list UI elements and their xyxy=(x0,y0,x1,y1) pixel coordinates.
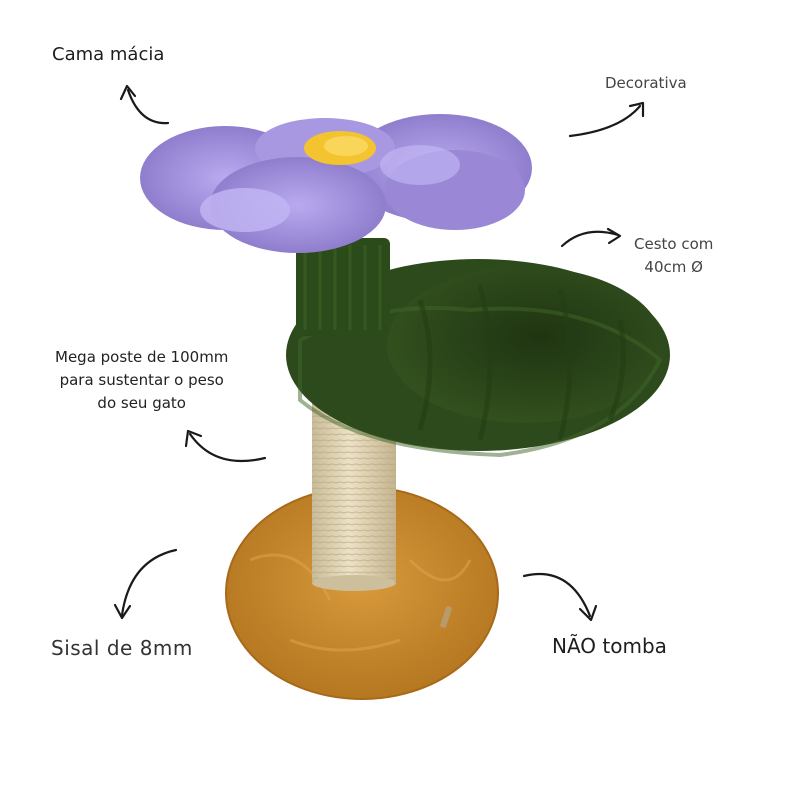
curved-arrow-icon xyxy=(560,227,622,248)
green-post xyxy=(296,238,390,336)
label-decorative: Decorativa xyxy=(605,74,687,92)
curved-arrow-icon xyxy=(119,84,170,125)
base-plate xyxy=(225,486,499,700)
label-no-tip: NÃO tomba xyxy=(552,634,667,658)
label-post-line3: do seu gato xyxy=(97,394,186,412)
label-basket-line1: Cesto com xyxy=(634,235,714,253)
label-soft-bed: Cama mácia xyxy=(52,44,165,65)
flower-bed xyxy=(140,114,532,253)
label-mega-post: Mega poste de 100mm para sustentar o pes… xyxy=(55,346,228,415)
label-sisal: Sisal de 8mm xyxy=(51,636,193,660)
curved-arrow-icon xyxy=(568,101,645,138)
curved-arrow-icon xyxy=(522,572,598,622)
label-basket-line2: 40cm Ø xyxy=(644,258,703,276)
curved-arrow-icon xyxy=(113,548,178,620)
curved-arrow-icon xyxy=(184,429,267,462)
label-basket: Cesto com 40cm Ø xyxy=(634,233,713,279)
label-post-line2: para sustentar o peso xyxy=(59,371,224,389)
label-post-line1: Mega poste de 100mm xyxy=(55,348,229,366)
